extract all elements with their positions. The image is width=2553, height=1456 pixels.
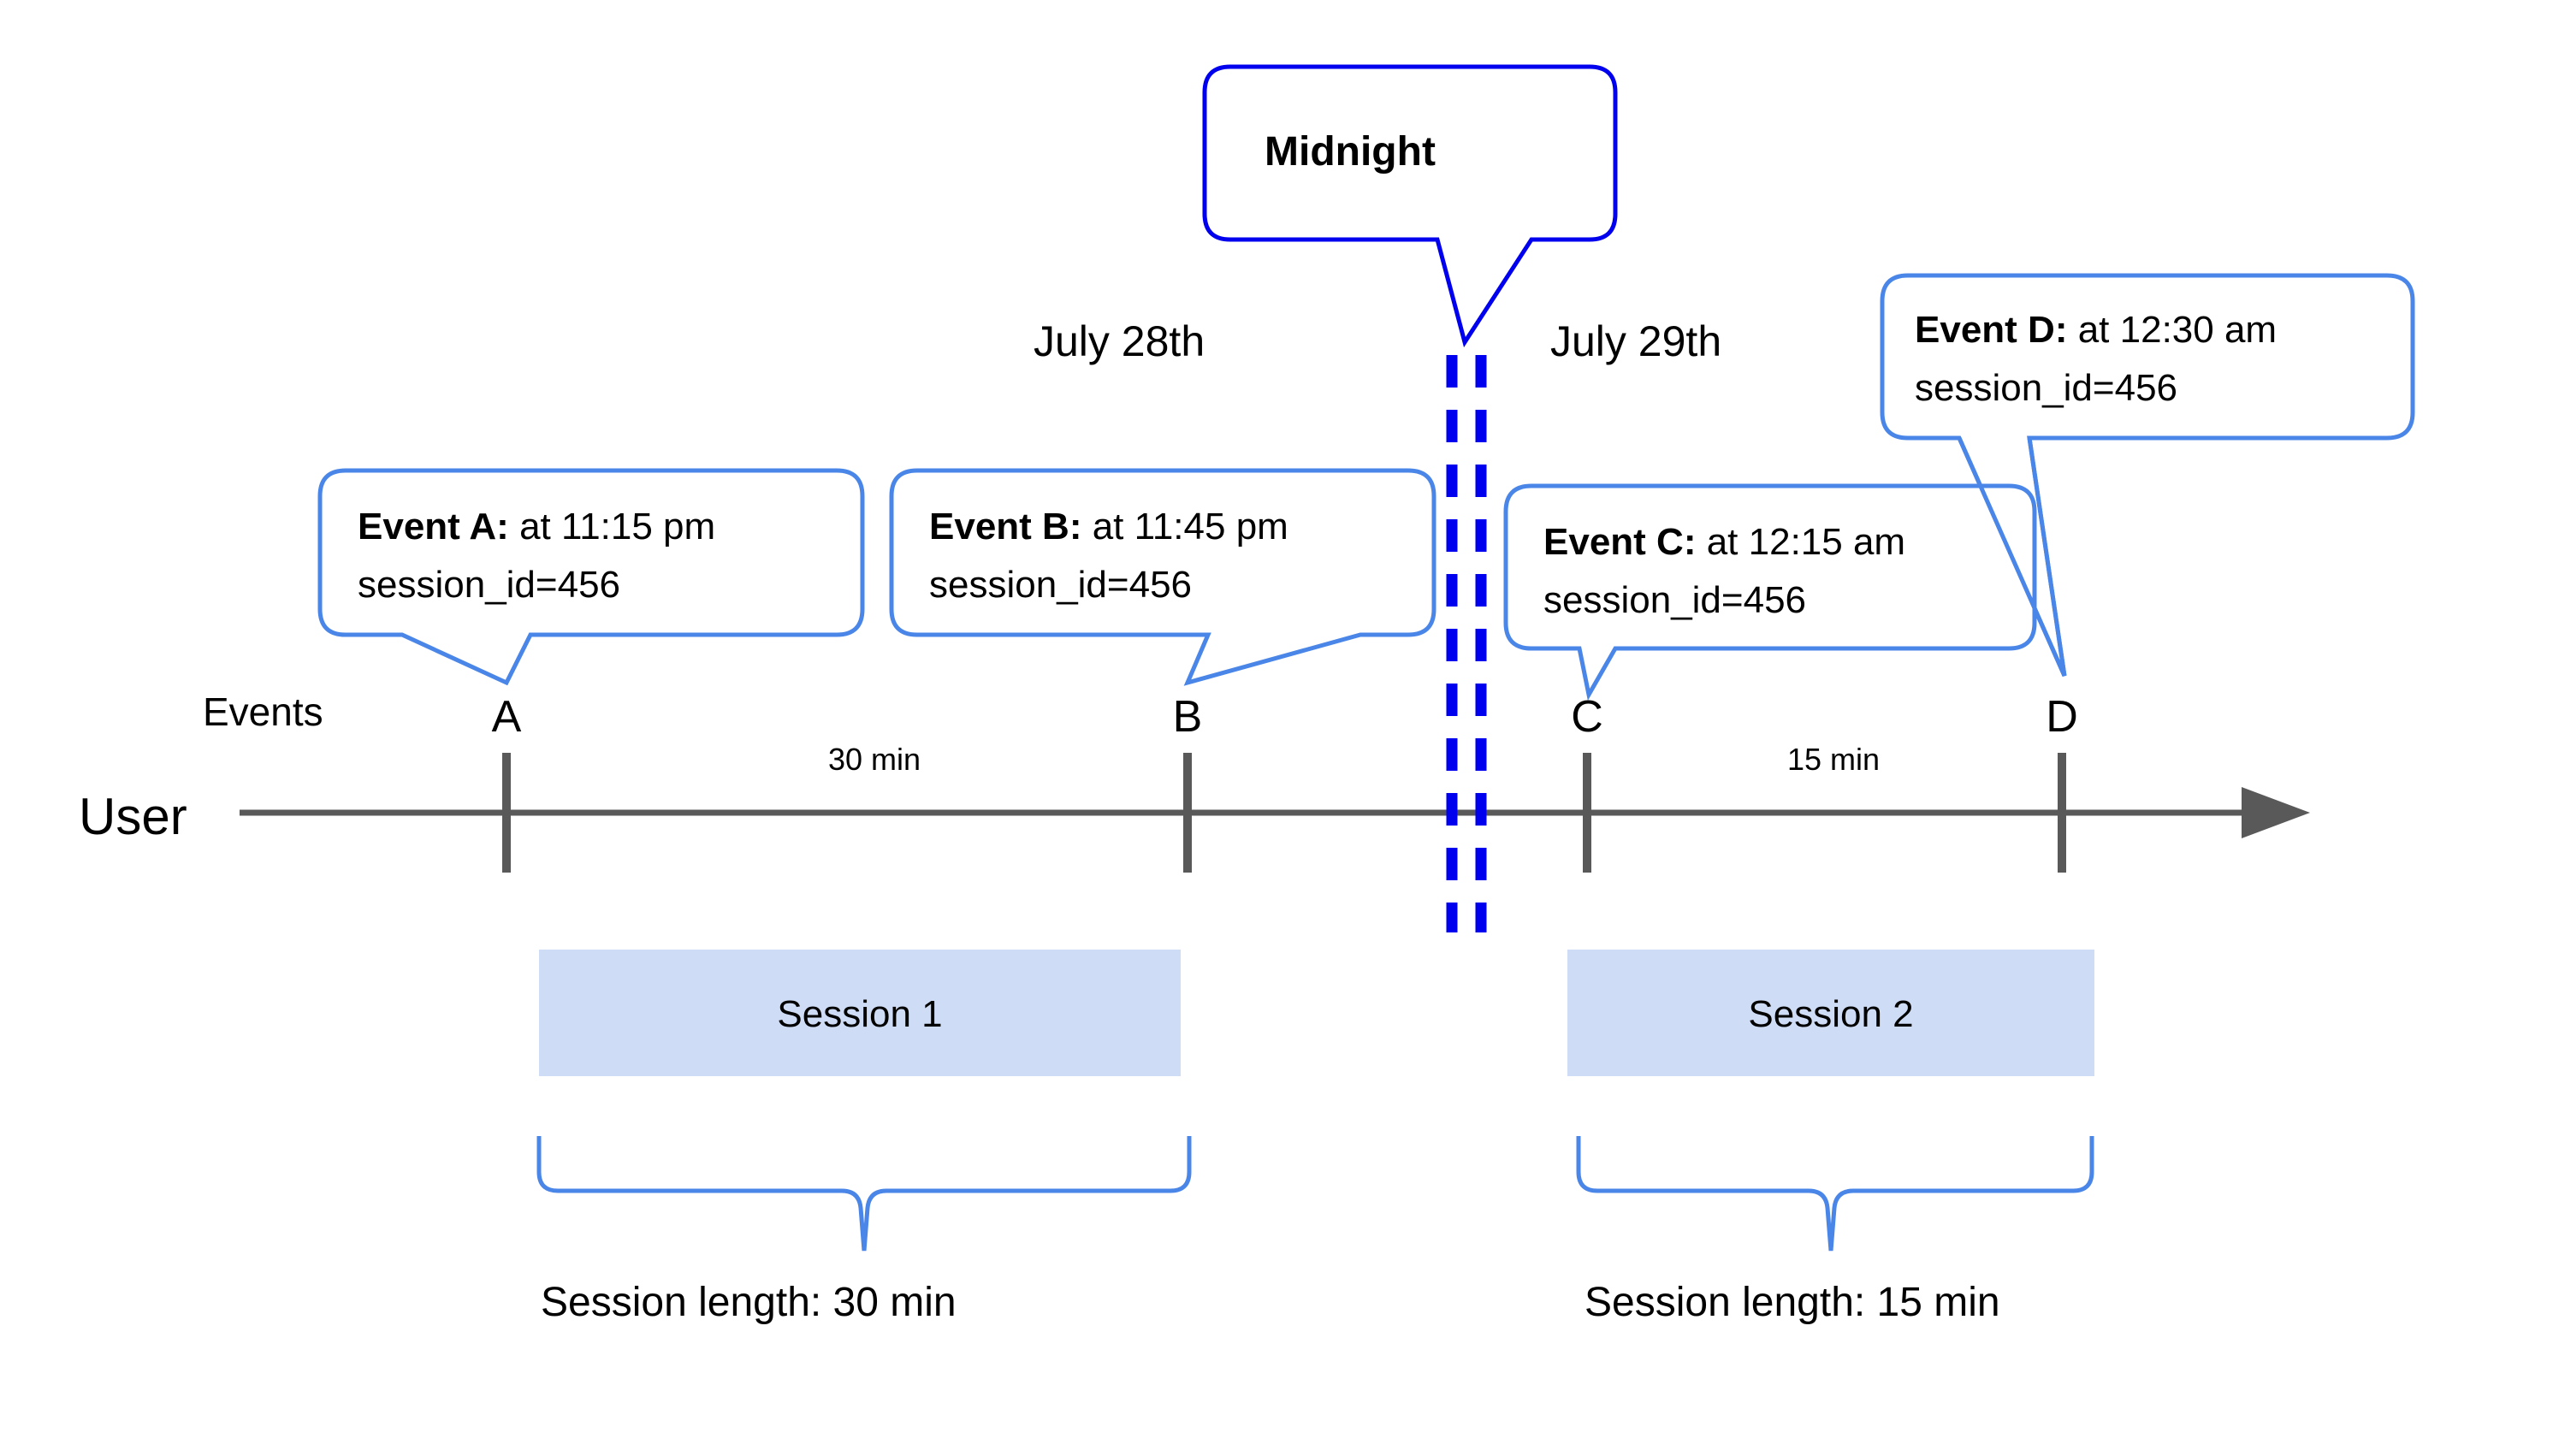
event-callout-c-label: Event C: [1543, 521, 1696, 563]
event-letter-a: A [492, 692, 522, 742]
gap-label-15-min: 15 min [1787, 742, 1880, 777]
event-callout-a-shape [317, 468, 865, 686]
event-callout-b-label: Event B: [929, 506, 1081, 547]
event-callout-d-label: Event D: [1915, 309, 2067, 351]
date-label-july-29: July 29th [1550, 317, 1721, 365]
session-1-length-label: Session length: 30 min [541, 1280, 957, 1325]
event-callout-b-time: at 11:45 pm [1081, 506, 1288, 547]
event-callout-d-line2: session_id=456 [1915, 367, 2177, 409]
event-callout-b-line1: Event B: at 11:45 pm [929, 506, 1288, 547]
session-bar-1-label: Session 1 [777, 993, 942, 1035]
timeline-axis [240, 787, 2310, 838]
session-1-brace [536, 1136, 1192, 1252]
session-bar-2[interactable]: Session 2 [1567, 950, 2094, 1076]
session-2-brace-path [1576, 1136, 2094, 1252]
midnight-callout-label: Midnight [1265, 129, 1436, 175]
gap-label-30-min: 30 min [828, 742, 921, 777]
midnight-callout[interactable]: Midnight [1202, 64, 1618, 348]
session-bar-1-rect [539, 950, 1181, 1076]
event-letter-b: B [1173, 692, 1203, 742]
event-letter-d: D [2046, 692, 2078, 742]
midnight-callout-shape [1202, 64, 1618, 348]
date-label-july-28: July 28th [1034, 317, 1205, 365]
event-callout-b[interactable]: Event B: at 11:45 pm session_id=456 [889, 468, 1436, 686]
event-callout-d-time: at 12:30 am [2067, 309, 2277, 351]
event-callout-d-line1: Event D: at 12:30 am [1915, 309, 2277, 351]
event-callout-c[interactable]: Event C: at 12:15 am session_id=456 [1503, 483, 2037, 701]
event-callout-b-shape [889, 468, 1436, 686]
event-letter-c: C [1571, 692, 1603, 742]
event-callout-c-line2: session_id=456 [1543, 579, 1806, 621]
event-ticks [502, 753, 2066, 873]
event-callout-a-time: at 11:15 pm [509, 506, 715, 547]
event-callout-a-line1: Event A: at 11:15 pm [358, 506, 715, 547]
row-label-user: User [79, 788, 187, 845]
midnight-divider [1446, 355, 1487, 932]
session-bar-2-label: Session 2 [1748, 993, 1913, 1035]
event-callout-d-tail [1957, 436, 2067, 678]
session-bar-2-rect [1567, 950, 2094, 1076]
timeline-arrow-icon [2242, 787, 2310, 838]
event-callout-d-tail-path [1957, 436, 2067, 678]
row-label-events: Events [203, 690, 323, 734]
event-callout-c-time: at 12:15 am [1696, 521, 1905, 563]
event-callout-c-line1: Event C: at 12:15 am [1543, 521, 1905, 563]
event-callout-b-line2: session_id=456 [929, 564, 1192, 606]
session-2-length-label: Session length: 15 min [1585, 1280, 2000, 1325]
event-callout-a-label: Event A: [358, 506, 509, 547]
session-bar-1[interactable]: Session 1 [539, 950, 1181, 1076]
event-callout-a-line2: session_id=456 [358, 564, 620, 606]
event-callout-c-shape [1503, 483, 2037, 701]
event-callout-d[interactable]: Event D: at 12:30 am session_id=456 [1880, 273, 2415, 678]
event-callout-a[interactable]: Event A: at 11:15 pm session_id=456 [317, 468, 865, 686]
session-2-brace [1576, 1136, 2094, 1252]
session-1-brace-path [536, 1136, 1192, 1252]
